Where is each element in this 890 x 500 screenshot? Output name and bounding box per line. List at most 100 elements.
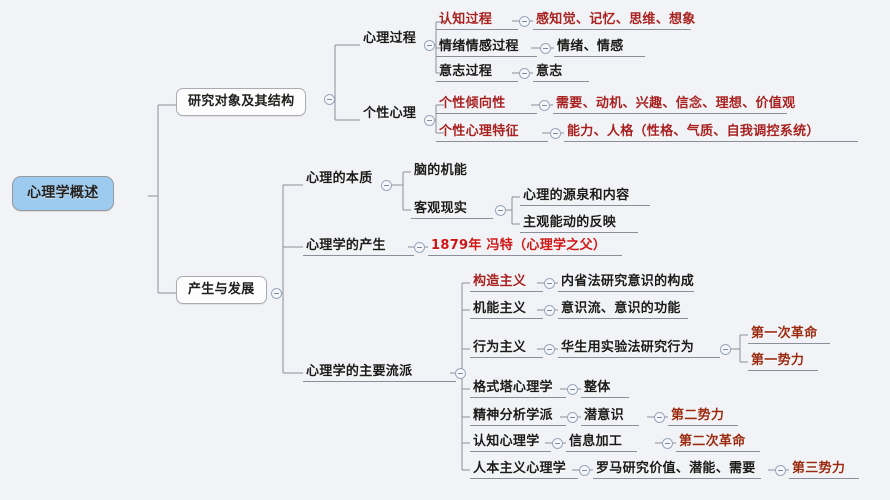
branch-node-origin-development[interactable]: 产生与发展 [176, 276, 267, 304]
branch-node-research-object-label: 研究对象及其结构 [188, 94, 295, 109]
node-tag-third-force[interactable]: 第三势力 [789, 462, 859, 479]
node-school-cognitive-detail-label: 信息加工 [569, 434, 623, 449]
node-school-gestalt-label: 格式塔心理学 [473, 380, 553, 395]
node-will-process[interactable]: 意志过程 [436, 65, 518, 82]
minus-circle-icon-cognitive-process[interactable] [519, 16, 530, 27]
node-school-humanistic[interactable]: 人本主义心理学 [470, 462, 578, 479]
node-personality-tendency-label: 个性倾向性 [439, 96, 506, 111]
root-node-label: 心理学概述 [27, 185, 99, 201]
node-psychology-origin-label: 心理学的产生 [306, 238, 386, 253]
minus-circle-icon-school-psychoanalysis[interactable] [567, 412, 578, 423]
node-mental-process-label: 心理过程 [363, 31, 417, 46]
node-subjective-reflection[interactable]: 主观能动的反映 [520, 216, 638, 233]
node-wundt-1879-label: 1879年 冯特（心理学之父） [431, 238, 607, 253]
node-mental-process[interactable]: 心理过程 [360, 32, 419, 48]
root-node-psychology-overview[interactable]: 心理学概述 [12, 176, 114, 211]
node-brain-function-label: 脑的机能 [414, 163, 468, 178]
minus-circle-icon-school-behaviorism[interactable] [544, 344, 555, 355]
node-mind-source-content[interactable]: 心理的源泉和内容 [520, 189, 650, 206]
node-school-structuralism-detail[interactable]: 内省法研究意识的构成 [558, 275, 694, 292]
node-mental-essence[interactable]: 心理的本质 [303, 172, 376, 188]
minus-circle-icon-cognitive-tag[interactable] [662, 438, 673, 449]
node-school-psychoanalysis-label: 精神分析学派 [473, 408, 553, 423]
node-school-humanistic-label: 人本主义心理学 [473, 461, 567, 476]
node-school-structuralism[interactable]: 构造主义 [470, 275, 543, 292]
node-tag-first-revolution-label: 第一次革命 [751, 326, 818, 341]
node-school-gestalt-detail[interactable]: 整体 [581, 381, 629, 398]
node-school-humanistic-detail-label: 罗马研究价值、潜能、需要 [596, 461, 756, 476]
node-major-schools-label: 心理学的主要流派 [306, 364, 413, 379]
node-personality-psychology[interactable]: 个性心理 [360, 107, 419, 123]
minus-circle-icon-school-functionalism[interactable] [544, 305, 555, 316]
minus-circle-icon-humanistic-tag[interactable] [775, 465, 786, 476]
minus-circle-icon-will-process[interactable] [519, 68, 530, 79]
node-school-functionalism[interactable]: 机能主义 [470, 302, 543, 319]
node-personality-trait-label: 个性心理特征 [439, 124, 519, 139]
minus-circle-icon-emotion-process[interactable] [540, 43, 551, 54]
node-tag-second-revolution[interactable]: 第二次革命 [676, 435, 760, 452]
minus-circle-icon-research-object[interactable] [324, 94, 335, 105]
node-personality-trait-detail-label: 能力、人格（性格、气质、自我调控系统） [567, 124, 820, 139]
node-brain-function[interactable]: 脑的机能 [411, 164, 470, 180]
node-school-structuralism-detail-label: 内省法研究意识的构成 [561, 274, 695, 289]
node-personality-tendency[interactable]: 个性倾向性 [436, 97, 537, 114]
node-tag-third-force-label: 第三势力 [792, 461, 846, 476]
minus-circle-icon-personality-tendency[interactable] [539, 100, 550, 111]
node-school-humanistic-detail[interactable]: 罗马研究价值、潜能、需要 [593, 462, 761, 479]
node-school-behaviorism-detail-label: 华生用实验法研究行为 [561, 340, 695, 355]
minus-circle-icon-mental-essence[interactable] [381, 180, 392, 191]
minus-circle-icon-origin-development[interactable] [271, 288, 282, 299]
node-tag-first-force[interactable]: 第一势力 [748, 354, 818, 371]
node-personality-trait[interactable]: 个性心理特征 [436, 125, 548, 142]
node-psychology-origin[interactable]: 心理学的产生 [303, 239, 414, 256]
node-personality-psychology-label: 个性心理 [363, 106, 417, 121]
node-school-psychoanalysis[interactable]: 精神分析学派 [470, 409, 566, 426]
node-personality-tendency-detail[interactable]: 需要、动机、兴趣、信念、理想、价值观 [553, 97, 795, 114]
minus-circle-icon-school-structuralism[interactable] [544, 278, 555, 289]
node-personality-tendency-detail-label: 需要、动机、兴趣、信念、理想、价值观 [556, 96, 796, 111]
node-will-process-detail-label: 意志 [536, 64, 563, 79]
minus-circle-icon-psychoanalysis-tag[interactable] [654, 412, 665, 423]
node-personality-trait-detail[interactable]: 能力、人格（性格、气质、自我调控系统） [564, 125, 858, 142]
minus-circle-icon-objective-reality[interactable] [495, 205, 506, 216]
node-cognitive-process-detail[interactable]: 感知觉、记忆、思维、想象 [533, 13, 695, 30]
node-school-cognitive[interactable]: 认知心理学 [470, 435, 551, 452]
node-school-behaviorism-detail[interactable]: 华生用实验法研究行为 [558, 341, 720, 358]
node-tag-second-revolution-label: 第二次革命 [679, 434, 746, 449]
branch-node-research-object[interactable]: 研究对象及其结构 [176, 88, 307, 116]
node-school-behaviorism-label: 行为主义 [473, 340, 527, 355]
node-school-functionalism-label: 机能主义 [473, 301, 527, 316]
minus-circle-icon-behaviorism-tags[interactable] [720, 344, 731, 355]
node-school-psychoanalysis-detail[interactable]: 潜意识 [581, 409, 639, 426]
node-objective-reality[interactable]: 客观现实 [411, 202, 493, 219]
minus-circle-icon-personality-psychology[interactable] [424, 115, 435, 126]
node-school-gestalt[interactable]: 格式塔心理学 [470, 381, 566, 398]
node-emotion-process[interactable]: 情绪情感过程 [436, 40, 537, 57]
node-tag-first-revolution[interactable]: 第一次革命 [748, 327, 830, 344]
node-emotion-process-detail-label: 情绪、情感 [557, 39, 624, 54]
node-major-schools[interactable]: 心理学的主要流派 [303, 365, 456, 382]
node-cognitive-process-detail-label: 感知觉、记忆、思维、想象 [536, 12, 696, 27]
minus-circle-icon-mental-process[interactable] [424, 40, 435, 51]
minus-circle-icon-major-schools[interactable] [455, 368, 466, 379]
node-school-functionalism-detail[interactable]: 意识流、意识的功能 [558, 302, 688, 319]
minus-circle-icon-school-gestalt[interactable] [567, 384, 578, 395]
node-school-gestalt-detail-label: 整体 [584, 380, 611, 395]
node-school-functionalism-detail-label: 意识流、意识的功能 [561, 301, 681, 316]
node-tag-second-force-label: 第二势力 [671, 408, 725, 423]
node-emotion-process-detail[interactable]: 情绪、情感 [554, 40, 645, 57]
branch-node-origin-development-label: 产生与发展 [188, 282, 255, 297]
minus-circle-icon-school-cognitive[interactable] [552, 438, 563, 449]
node-wundt-1879[interactable]: 1879年 冯特（心理学之父） [428, 239, 622, 256]
minus-circle-icon-personality-trait[interactable] [550, 128, 561, 139]
node-will-process-label: 意志过程 [439, 64, 493, 79]
node-school-psychoanalysis-detail-label: 潜意识 [584, 408, 624, 423]
minus-circle-icon-school-humanistic[interactable] [579, 465, 590, 476]
node-cognitive-process[interactable]: 认知过程 [436, 13, 518, 30]
node-will-process-detail[interactable]: 意志 [533, 65, 589, 82]
node-tag-second-force[interactable]: 第二势力 [668, 409, 738, 426]
node-school-cognitive-detail[interactable]: 信息加工 [566, 435, 637, 452]
node-mind-source-content-label: 心理的源泉和内容 [523, 188, 630, 203]
node-school-behaviorism[interactable]: 行为主义 [470, 341, 543, 358]
minus-circle-icon-psychology-origin[interactable] [414, 242, 425, 253]
